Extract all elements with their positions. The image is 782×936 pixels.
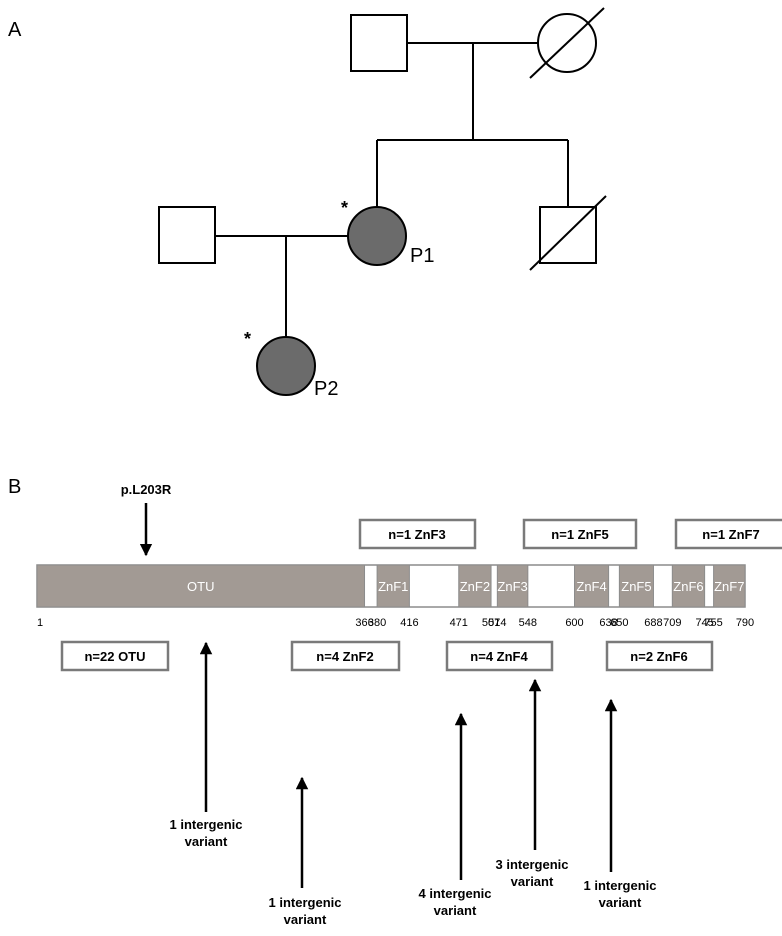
pedigree [158, 7, 607, 396]
panel-a-label: A [8, 19, 22, 41]
intergenic-5-line1: 1 intergenic [584, 878, 657, 893]
box-n2-znf6-label: n=2 ZnF6 [630, 649, 687, 664]
domain-layer: OTU ZnF1 ZnF2 ZnF3 ZnF4 ZnF5 ZnF6 ZnF7 [36, 564, 746, 608]
domain-label-znf1: ZnF1 [378, 579, 408, 594]
boxes-above: n=1 ZnF3 n=1 ZnF5 n=1 ZnF7 [358, 518, 782, 550]
box-n4-znf2 [290, 640, 401, 672]
intergenic-3-line1: 4 intergenic [419, 886, 492, 901]
box-n4-znf2-label: n=4 ZnF2 [316, 649, 373, 664]
tick-label: 416 [400, 617, 418, 629]
p2-affected-circle [256, 336, 316, 396]
grandfather-square [350, 14, 408, 72]
tick-label: 366 [355, 617, 373, 629]
grandmother-deceased-slash [529, 7, 605, 79]
tick-label: 745 [695, 617, 713, 629]
box-n4-znf4 [445, 640, 554, 672]
tick-label: 650 [610, 617, 628, 629]
domain-znf6 [671, 564, 706, 608]
domain-znf7 [713, 564, 746, 608]
intergenic-4-line2: variant [511, 874, 554, 889]
box-n1-znf3-label: n=1 ZnF3 [388, 527, 445, 542]
tick-label: 380 [368, 617, 386, 629]
brother-deceased-slash [529, 195, 607, 271]
intergenic-1-line2: variant [185, 834, 228, 849]
domain-znf5 [618, 564, 654, 608]
tick-label: 709 [663, 617, 681, 629]
intergenic-arrows [199, 641, 618, 888]
domain-otu [36, 564, 366, 608]
domain-label-znf5: ZnF5 [621, 579, 651, 594]
tick-label: 790 [736, 617, 754, 629]
domain-label-znf6: ZnF6 [673, 579, 703, 594]
p1-label: P1 [410, 245, 434, 267]
domain-label-znf2: ZnF2 [460, 579, 490, 594]
box-n4-znf4-label: n=4 ZnF4 [470, 649, 528, 664]
domain-znf3 [496, 564, 529, 608]
p2-label: P2 [314, 378, 338, 400]
domain-label-znf7: ZnF7 [714, 579, 744, 594]
domain-label-znf4: ZnF4 [576, 579, 606, 594]
intergenic-3-line2: variant [434, 903, 477, 918]
domain-znf2 [458, 564, 492, 608]
tick-label: 688 [644, 617, 662, 629]
tick-label: 507 [482, 617, 500, 629]
domain-label-znf3: ZnF3 [497, 579, 527, 594]
tick-label: 638 [599, 617, 617, 629]
box-n1-znf3 [358, 518, 477, 550]
intergenic-2-line1: 1 intergenic [269, 895, 342, 910]
intergenic-4-line1: 3 intergenic [496, 857, 569, 872]
intergenic-2-line2: variant [284, 912, 327, 927]
brother-square [539, 206, 597, 264]
domain-znf4 [574, 564, 610, 608]
tick-label: 548 [519, 617, 537, 629]
p2-star: * [244, 329, 251, 349]
tick-label: 1 [37, 617, 43, 629]
p1-star: * [341, 198, 348, 218]
box-n1-znf5 [522, 518, 638, 550]
box-n2-znf6 [605, 640, 714, 672]
mutation-label: p.L203R [121, 482, 172, 497]
tick-label: 600 [565, 617, 583, 629]
box-n1-znf7-label: n=1 ZnF7 [702, 527, 759, 542]
domain-label-otu: OTU [187, 579, 214, 594]
box-n1-znf7 [674, 518, 782, 550]
tick-label: 514 [488, 617, 506, 629]
domain-znf1 [376, 564, 410, 608]
box-n22-otu-label: n=22 OTU [84, 649, 145, 664]
box-n22-otu [60, 640, 170, 672]
box-n1-znf5-label: n=1 ZnF5 [551, 527, 608, 542]
intergenic-1-line1: 1 intergenic [170, 817, 243, 832]
boxes-below: n=22 OTU n=4 ZnF2 n=4 ZnF4 n=2 ZnF6 [60, 640, 714, 672]
panel-b-label: B [8, 476, 21, 498]
intergenic-5-line2: variant [599, 895, 642, 910]
p1-affected-circle [347, 206, 407, 266]
spouse-square [158, 206, 216, 264]
tick-label: 755 [704, 617, 722, 629]
tick-label: 471 [450, 617, 468, 629]
